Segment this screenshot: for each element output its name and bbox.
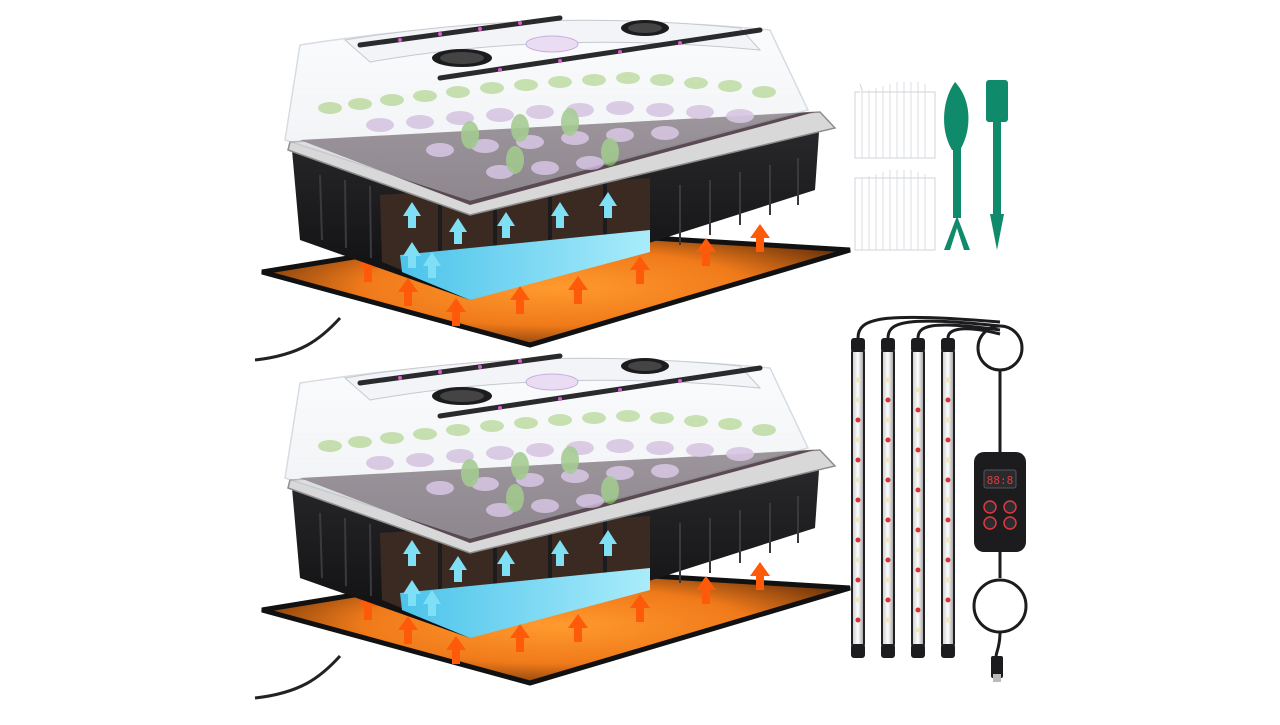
seedling-kit-bottom	[255, 356, 850, 698]
plant-labels	[854, 82, 936, 251]
controller-button-1[interactable]	[983, 500, 997, 514]
led-grow-light-set: 88:8	[850, 315, 1028, 682]
controller-display: 88:8	[987, 474, 1014, 487]
controller-button-3[interactable]	[983, 516, 997, 530]
dibber-tool	[944, 82, 970, 250]
usb-plug-icon	[991, 656, 1003, 682]
controller-button-4[interactable]	[1003, 516, 1017, 530]
spatula-tool	[986, 80, 1008, 250]
seedling-kit-top	[255, 18, 850, 360]
controller-button-2[interactable]	[1003, 500, 1017, 514]
timer-controller[interactable]: 88:8	[974, 452, 1026, 552]
